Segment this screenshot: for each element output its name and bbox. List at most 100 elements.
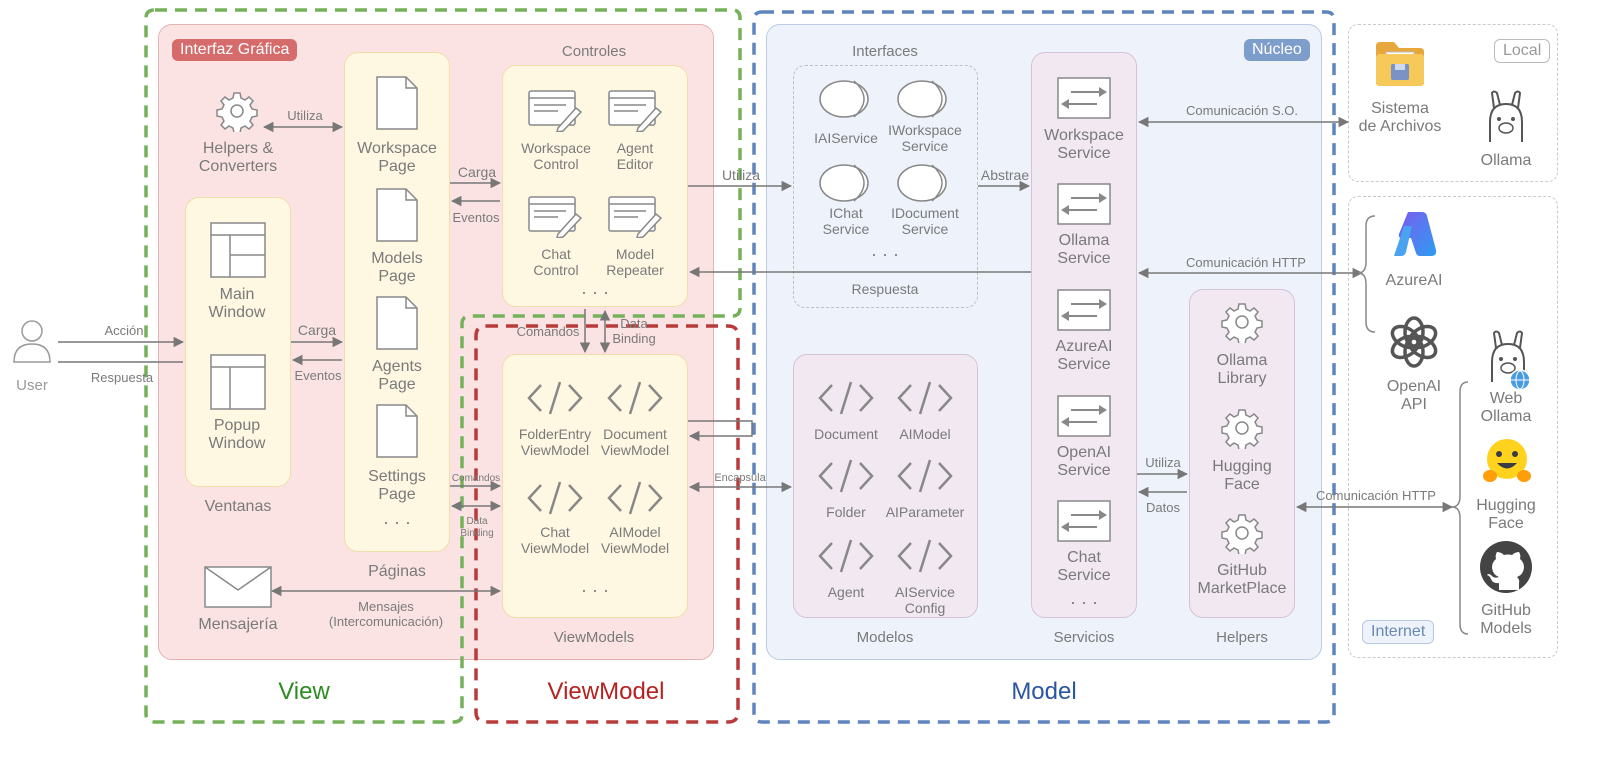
openai-logo-icon xyxy=(1390,316,1438,368)
abstrae-label: Abstrae xyxy=(980,167,1030,183)
azureai-label: AzureAI xyxy=(1385,272,1443,289)
eventos-label: Eventos xyxy=(294,368,342,383)
workspace-control-icon xyxy=(528,90,582,132)
agent-editor-label: Agent Editor xyxy=(616,140,654,173)
chat-viewmodel-code-icon xyxy=(527,481,583,515)
agent-editor-icon xyxy=(608,90,662,132)
services-more: · · · xyxy=(1070,592,1098,612)
interfaces-more: · · · xyxy=(871,244,899,264)
document-model-label: Document xyxy=(814,426,878,442)
document-viewmodel-code-icon xyxy=(607,381,663,415)
agent-model-label: Agent xyxy=(827,584,865,600)
chat-service-switch-icon xyxy=(1057,500,1111,542)
ollama-library-label: Ollama Library xyxy=(1216,352,1268,388)
utiliza-helpers-core-label: Utiliza xyxy=(1145,455,1181,470)
model-repeater-label: Model Repeater xyxy=(606,246,664,279)
github-marketplace-label: GitHub MarketPlace xyxy=(1197,562,1287,598)
aiserviceconfig-model-code-icon xyxy=(897,539,953,573)
main-window-label: Main Window xyxy=(208,286,266,322)
tag-internet: Internet xyxy=(1362,620,1435,644)
azureai-service-switch-icon xyxy=(1057,289,1111,331)
folderentry-viewmodel-label: FolderEntry ViewModel xyxy=(518,426,592,459)
iaiservice-interface-icon xyxy=(819,80,869,118)
folderentry-viewmodel-code-icon xyxy=(527,381,583,415)
ollama-llama-icon xyxy=(1489,90,1523,142)
settings-page-label: Settings Page xyxy=(368,468,426,504)
ollama-service-switch-icon xyxy=(1057,183,1111,225)
respuesta-user-label: Respuesta xyxy=(90,370,154,385)
internet-box xyxy=(1348,196,1558,658)
respuesta-core-label: Respuesta xyxy=(851,281,919,297)
utiliza-helpers-label: Utiliza xyxy=(287,108,323,123)
popup-window-icon xyxy=(210,354,266,410)
chat-control-label: Chat Control xyxy=(533,246,579,279)
eventos2-label: Eventos xyxy=(452,210,500,225)
local-box xyxy=(1348,24,1558,182)
web-ollama-llama-icon xyxy=(1491,330,1531,390)
aimodel-viewmodel-code-icon xyxy=(607,481,663,515)
envelope-icon xyxy=(204,566,272,608)
popup-window-label: Popup Window xyxy=(208,417,266,453)
openai-service-switch-icon xyxy=(1057,395,1111,437)
view-layer-title: View xyxy=(278,678,330,705)
mensajes-label: Mensajes (Intercomunicación) xyxy=(328,599,444,629)
comandos-small-label: Comandos xyxy=(451,473,501,484)
settings-page-icon xyxy=(376,404,418,458)
paginas-title: Páginas xyxy=(368,563,426,580)
ichatservice-label: IChat Service xyxy=(822,205,870,238)
iaiservice-label: IAIService xyxy=(814,130,878,146)
idocumentservice-interface-icon xyxy=(897,164,947,202)
model-repeater-icon xyxy=(608,196,662,238)
com-so-label: Comunicación S.O. xyxy=(1186,103,1298,118)
mensajeria-label: Mensajería xyxy=(198,616,278,633)
models-page-label: Models Page xyxy=(371,250,423,286)
model-layer-title: Model xyxy=(1011,678,1077,705)
com-http2-label: Comunicación HTTP xyxy=(1316,488,1436,503)
controles-title: Controles xyxy=(561,43,627,60)
controls-more: · · · xyxy=(581,282,609,302)
agents-page-label: Agents Page xyxy=(372,358,422,394)
hugging-face-helper-label: Hugging Face xyxy=(1212,458,1272,494)
user-icon xyxy=(13,320,51,363)
viewmodels-more: · · · xyxy=(581,580,609,600)
chat-service-label: Chat Service xyxy=(1057,549,1111,585)
tag-nucleo: Núcleo xyxy=(1244,39,1310,61)
chat-viewmodel-label: Chat ViewModel xyxy=(520,524,590,557)
agents-page-icon xyxy=(376,296,418,350)
agent-model-code-icon xyxy=(818,539,874,573)
data-binding-label: Data Binding xyxy=(612,316,656,346)
web-ollama-label: Web Ollama xyxy=(1480,390,1532,426)
iworkspaceservice-interface-icon xyxy=(897,80,947,118)
main-window-icon xyxy=(210,222,266,278)
utiliza-core-label: Utiliza xyxy=(721,167,761,183)
folder-model-code-icon xyxy=(818,459,874,493)
aiparameter-model-code-icon xyxy=(897,459,953,493)
servicios-title: Servicios xyxy=(1053,629,1115,646)
user-label: User xyxy=(16,377,48,394)
github-marketplace-gear-icon xyxy=(1221,514,1263,554)
aimodel-model-label: AIModel xyxy=(899,426,951,442)
aimodel-model-code-icon xyxy=(897,381,953,415)
aiserviceconfig-model-label: AIService Config xyxy=(895,584,955,617)
workspace-page-icon xyxy=(376,76,418,130)
iworkspaceservice-label: IWorkspace Service xyxy=(888,122,962,155)
accion-label: Acción xyxy=(104,323,144,338)
hugging-face-gear-icon xyxy=(1221,409,1263,449)
helpers-converters-label: Helpers & Converters xyxy=(198,140,278,176)
models-page-icon xyxy=(376,188,418,242)
workspace-control-label: Workspace Control xyxy=(521,140,591,173)
pages-more: · · · xyxy=(383,512,411,532)
interfaces-title: Interfaces xyxy=(852,43,918,60)
folder-model-label: Folder xyxy=(826,504,866,520)
document-model-code-icon xyxy=(818,381,874,415)
ollama-service-label: Ollama Service xyxy=(1057,232,1111,268)
ichatservice-interface-icon xyxy=(819,164,869,202)
idocumentservice-label: IDocument Service xyxy=(891,205,959,238)
openai-api-label: OpenAI API xyxy=(1386,378,1442,414)
viewmodels-title: ViewModels xyxy=(553,629,635,646)
data-binding-small-label: Data Binding xyxy=(460,516,494,539)
workspace-service-switch-icon xyxy=(1057,77,1111,119)
document-viewmodel-label: Document ViewModel xyxy=(600,426,670,459)
chat-control-icon xyxy=(528,196,582,238)
aiparameter-model-label: AIParameter xyxy=(885,504,965,520)
